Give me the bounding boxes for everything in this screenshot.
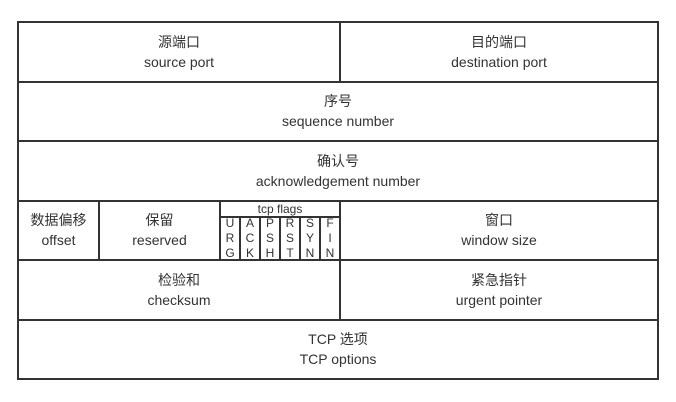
cell-tcp-options: TCP 选项 TCP options [19, 321, 657, 379]
flag-rst-label: RST [283, 217, 297, 260]
cell-tcp-flags: tcp flags URG ACK PSH RST SYN [219, 201, 339, 260]
flag-fin-label: FIN [323, 217, 337, 260]
row-ports: 源端口 source port 目的端口 destination port [19, 23, 657, 81]
checksum-label-en: checksum [147, 291, 211, 308]
offset-label-zh: 数据偏移 [30, 212, 87, 229]
cell-window-size: 窗口 window size [339, 201, 657, 259]
flag-col-psh: PSH [259, 217, 279, 260]
reserved-label-zh: 保留 [145, 212, 174, 229]
tcp-flags-columns: URG ACK PSH RST SYN FIN [221, 217, 339, 260]
flag-col-rst: RST [279, 217, 299, 260]
urgent-pointer-label-zh: 紧急指针 [471, 271, 527, 288]
flag-col-syn: SYN [299, 217, 319, 260]
acknowledgement-number-label-zh: 确认号 [317, 152, 359, 169]
reserved-label-en: reserved [132, 232, 187, 249]
cell-reserved: 保留 reserved [98, 201, 219, 259]
sequence-number-label-zh: 序号 [324, 93, 352, 110]
cell-checksum: 检验和 checksum [19, 261, 339, 319]
checksum-label-zh: 检验和 [158, 271, 200, 288]
cell-urgent-pointer: 紧急指针 urgent pointer [339, 261, 657, 319]
flag-col-urg: URG [221, 218, 239, 260]
tcp-options-label-zh: TCP 选项 [308, 331, 368, 348]
tcp-options-label-en: TCP options [299, 351, 377, 368]
cell-destination-port: 目的端口 destination port [339, 23, 657, 81]
urgent-pointer-label-en: urgent pointer [455, 291, 543, 308]
destination-port-label-zh: 目的端口 [471, 33, 527, 50]
window-size-label-zh: 窗口 [485, 212, 513, 229]
flag-syn-label: SYN [303, 217, 317, 260]
tcp-header-table: 源端口 source port 目的端口 destination port 序号… [17, 21, 659, 380]
flag-col-fin: FIN [319, 217, 339, 260]
row-tcp-options: TCP 选项 TCP options [19, 318, 657, 379]
flag-urg-label: URG [223, 217, 237, 260]
acknowledgement-number-label-en: acknowledgement number [255, 172, 421, 189]
cell-sequence-number: 序号 sequence number [19, 83, 657, 141]
flag-ack-label: ACK [243, 217, 257, 260]
cell-acknowledgement-number: 确认号 acknowledgement number [19, 142, 657, 200]
flag-psh-label: PSH [263, 217, 277, 260]
source-port-label-en: source port [143, 53, 215, 70]
destination-port-label-en: destination port [451, 53, 547, 70]
offset-label-en: offset [41, 232, 76, 249]
tcp-flags-header: tcp flags [221, 202, 339, 218]
row-offset-flags-window: 数据偏移 offset 保留 reserved tcp flags URG AC… [19, 199, 657, 260]
cell-source-port: 源端口 source port [19, 23, 339, 81]
sequence-number-label-en: sequence number [281, 113, 395, 130]
row-sequence-number: 序号 sequence number [19, 80, 657, 141]
flag-col-ack: ACK [239, 217, 259, 260]
source-port-label-zh: 源端口 [158, 33, 200, 50]
window-size-label-en: window size [461, 232, 537, 249]
row-checksum-urgent: 检验和 checksum 紧急指针 urgent pointer [19, 259, 657, 319]
cell-offset: 数据偏移 offset [19, 202, 98, 260]
row-acknowledgement-number: 确认号 acknowledgement number [19, 140, 657, 200]
